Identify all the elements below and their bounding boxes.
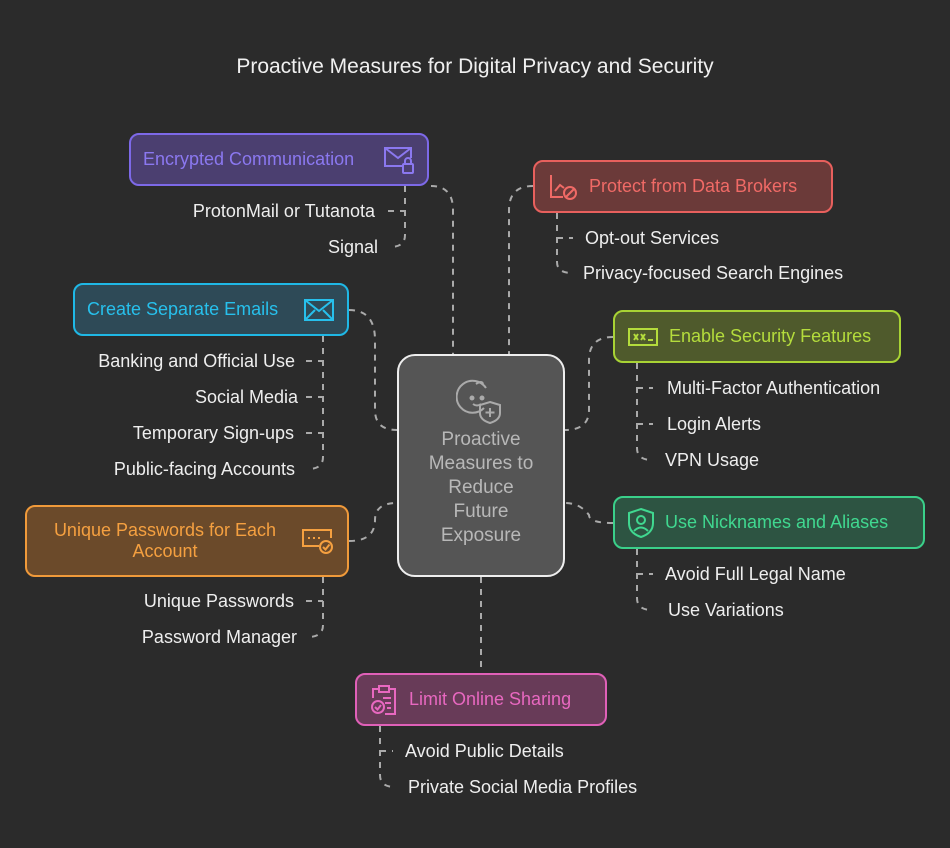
branch-label: Limit Online Sharing [409, 689, 572, 709]
sub-item: Password Manager [141, 627, 297, 647]
branch-label: Unique Passwords for Each Account [53, 520, 277, 561]
password-check-icon [302, 529, 333, 554]
sub-item: Temporary Sign-ups [132, 423, 294, 443]
branch-create-separate-emails: Create Separate Emails [73, 283, 349, 336]
sub-item: Unique Passwords [143, 591, 294, 611]
user-shield-icon [628, 507, 654, 538]
branch-label: Enable Security Features [669, 326, 872, 346]
envelope-lock-icon [384, 146, 414, 174]
sub-item: Private Social Media Profiles [408, 777, 638, 797]
baby-shield-icon [456, 379, 501, 424]
branch-label: Encrypted Communication [143, 149, 355, 169]
sub-item: Use Variations [668, 600, 784, 620]
central-topic: Proactive Measures to Reduce Future Expo… [397, 354, 565, 577]
branch-encrypted-communication: Encrypted Communication [129, 133, 429, 186]
sub-item: Social Media [194, 387, 298, 407]
branch-unique-passwords: Unique Passwords for Each Account [25, 505, 349, 577]
sub-item: Avoid Public Details [405, 741, 564, 761]
sub-item: Avoid Full Legal Name [665, 564, 846, 584]
sub-item: ProtonMail or Tutanota [192, 201, 375, 221]
sub-item: Banking and Official Use [98, 351, 295, 371]
sub-item: Privacy-focused Search Engines [583, 263, 844, 283]
central-topic-label: Proactive Measures to Reduce Future Expo… [428, 429, 534, 546]
envelope-icon [304, 298, 334, 321]
branch-label: Protect from Data Brokers [589, 176, 798, 196]
sub-item: Signal [327, 237, 378, 257]
branch-label: Use Nicknames and Aliases [665, 512, 889, 532]
sub-item: Public-facing Accounts [113, 459, 295, 479]
sub-item: Opt-out Services [585, 228, 720, 248]
sub-item: VPN Usage [665, 450, 760, 470]
branch-limit-online-sharing: Limit Online Sharing [355, 673, 607, 726]
branch-enable-security-features: Enable Security Features [613, 310, 901, 363]
branch-label: Create Separate Emails [87, 299, 279, 319]
password-field-icon [628, 327, 658, 346]
branch-use-nicknames-and-aliases: Use Nicknames and Aliases [613, 496, 925, 549]
branch-protect-from-data-brokers: Protect from Data Brokers [533, 160, 833, 213]
sub-item: Login Alerts [667, 414, 762, 434]
clipboard-check-icon [371, 684, 396, 715]
diagram-title: Proactive Measures for Digital Privacy a… [236, 55, 714, 78]
chart-block-icon [550, 174, 577, 200]
sub-item: Multi-Factor Authentication [667, 378, 881, 398]
